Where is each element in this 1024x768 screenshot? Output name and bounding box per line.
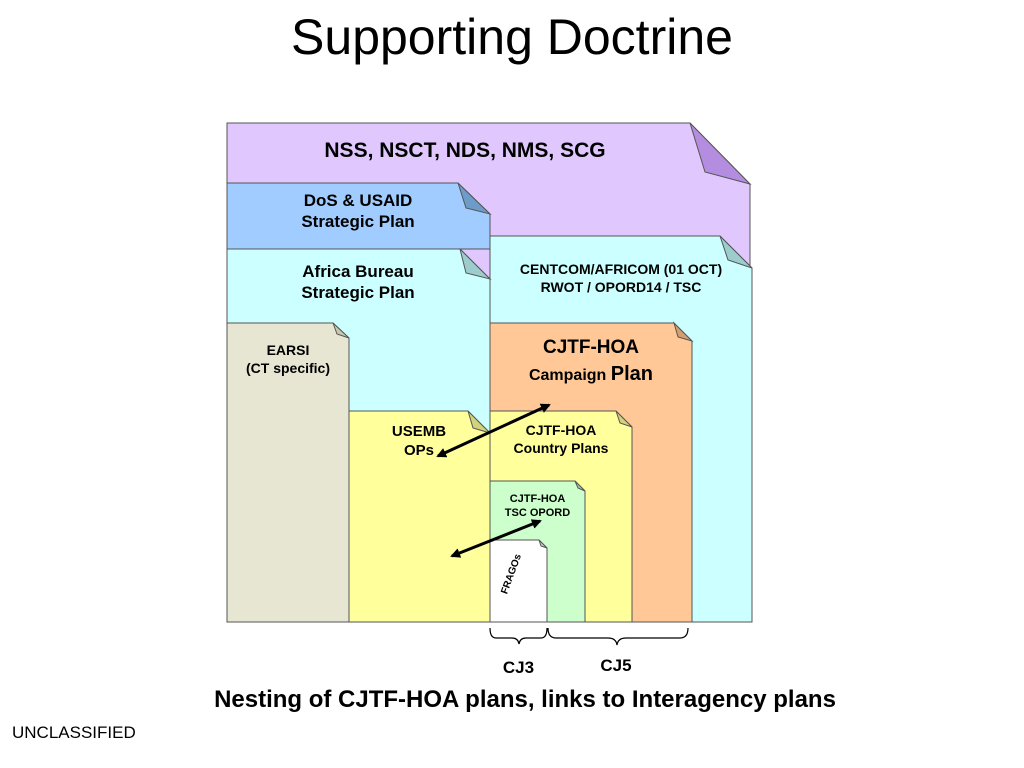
brace-cj3 <box>489 627 548 645</box>
dos-usaid-label: DoS & USAID Strategic Plan <box>250 190 466 233</box>
brace-cj5 <box>547 627 689 646</box>
dos-usaid-line1: DoS & USAID <box>303 191 413 210</box>
cjtf-campaign-label: CJTF-HOA Campaign Plan <box>490 336 692 387</box>
centcom-line2: RWOT / OPORD14 / TSC <box>540 278 702 295</box>
doc-fragos: FRAGOs <box>489 539 548 623</box>
centcom-line1: CENTCOM/AFRICOM (01 OCT) <box>519 261 723 277</box>
africa-bureau-line2: Strategic Plan <box>301 283 415 303</box>
dos-usaid-line2: Strategic Plan <box>301 212 415 232</box>
diagram-caption: Nesting of CJTF-HOA plans, links to Inte… <box>214 686 836 713</box>
cj3-label: CJ3 <box>502 658 535 677</box>
national-strategy-label: NSS, NSCT, NDS, NMS, SCG <box>324 139 606 162</box>
cjtf-campaign-line1: CJTF-HOA <box>542 337 640 358</box>
cjtf-tsc-label: CJTF-HOA TSC OPORD <box>490 493 585 521</box>
usemb-line2: OPs <box>403 441 434 459</box>
cj5-label: CJ5 <box>600 656 632 675</box>
cjtf-tsc-line2: TSC OPORD <box>504 506 571 519</box>
africa-bureau-line1: Africa Bureau <box>302 262 414 281</box>
cjtf-tsc-line1: CJTF-HOA <box>509 493 566 505</box>
africa-bureau-label: Africa Bureau Strategic Plan <box>250 261 466 304</box>
cjtf-campaign-line2: Campaign Plan <box>490 361 692 387</box>
link-arrow-usemb-campaign <box>436 403 551 458</box>
earsi-line1: EARSI <box>266 342 310 358</box>
cjtf-plan-word: Plan <box>610 362 654 385</box>
earsi-label: EARSI (CT specific) <box>227 342 349 377</box>
cjtf-country-label: CJTF-HOA Country Plans <box>490 422 632 457</box>
usemb-line1: USEMB <box>391 423 447 440</box>
link-arrow-usemb-tsc <box>450 519 542 558</box>
doc-dos-usaid <box>226 182 492 250</box>
cjtf-country-line1: CJTF-HOA <box>525 422 597 438</box>
usemb-label: USEMB OPs <box>372 423 466 461</box>
cjtf-country-line2: Country Plans <box>513 439 609 456</box>
slide-title: Supporting Doctrine <box>291 9 733 65</box>
cjtf-campaign-word: Campaign <box>528 366 607 384</box>
classification-marking: UNCLASSIFIED <box>12 723 136 742</box>
centcom-africom-label: CENTCOM/AFRICOM (01 OCT) RWOT / OPORD14 … <box>490 261 752 296</box>
earsi-line2: (CT specific) <box>245 359 330 376</box>
